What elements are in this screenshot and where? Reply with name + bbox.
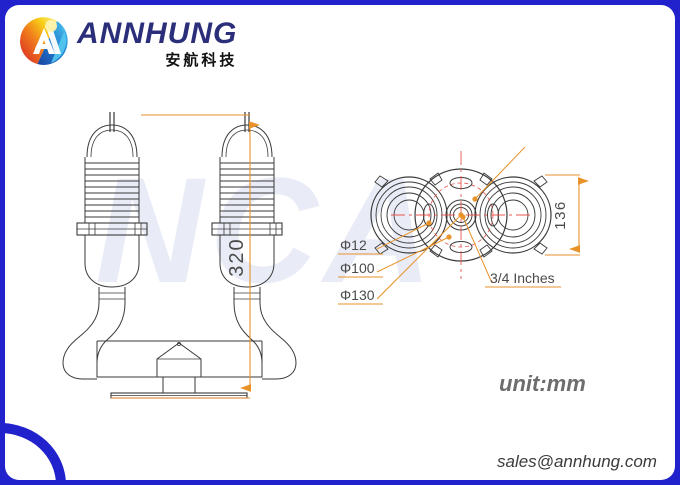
unit-label: unit:mm <box>499 371 586 396</box>
callout-label-phi12: Φ12 <box>340 237 367 253</box>
front-view-group <box>62 112 297 399</box>
dimension-320-label: 320 <box>226 237 248 276</box>
white-sheet: ANNHUNG 安航科技 NCA <box>5 5 675 480</box>
top-view-callouts: Φ12 Φ100 Φ130 3/4 Inches <box>338 146 561 305</box>
mounting-bridge <box>62 302 297 399</box>
annhung-circular-logo-icon <box>17 14 71 68</box>
callout-label-phi130: Φ130 <box>340 287 375 303</box>
corner-decoration-inner <box>5 433 56 480</box>
contact-email: sales@annhung.com <box>497 452 657 471</box>
corner-decoration <box>5 423 66 480</box>
brand-name: ANNHUNG <box>77 17 238 50</box>
header: ANNHUNG 安航科技 <box>5 5 675 87</box>
watermark: NCA <box>95 146 438 314</box>
callout-label-three-quarter-inches: 3/4 Inches <box>490 270 555 286</box>
dimension-height-320: 320 <box>111 114 260 399</box>
dimension-136: 136 <box>545 174 589 256</box>
top-view-group <box>370 151 552 279</box>
brand-name-cn: 安航科技 <box>165 51 238 69</box>
technical-drawing: 320 <box>5 87 675 407</box>
dimension-136-label: 136 <box>552 200 569 230</box>
brand-block: ANNHUNG 安航科技 <box>77 19 237 68</box>
lamp-left <box>76 112 148 303</box>
callout-label-phi100: Φ100 <box>340 260 375 276</box>
top-view-centerlines <box>391 151 533 279</box>
